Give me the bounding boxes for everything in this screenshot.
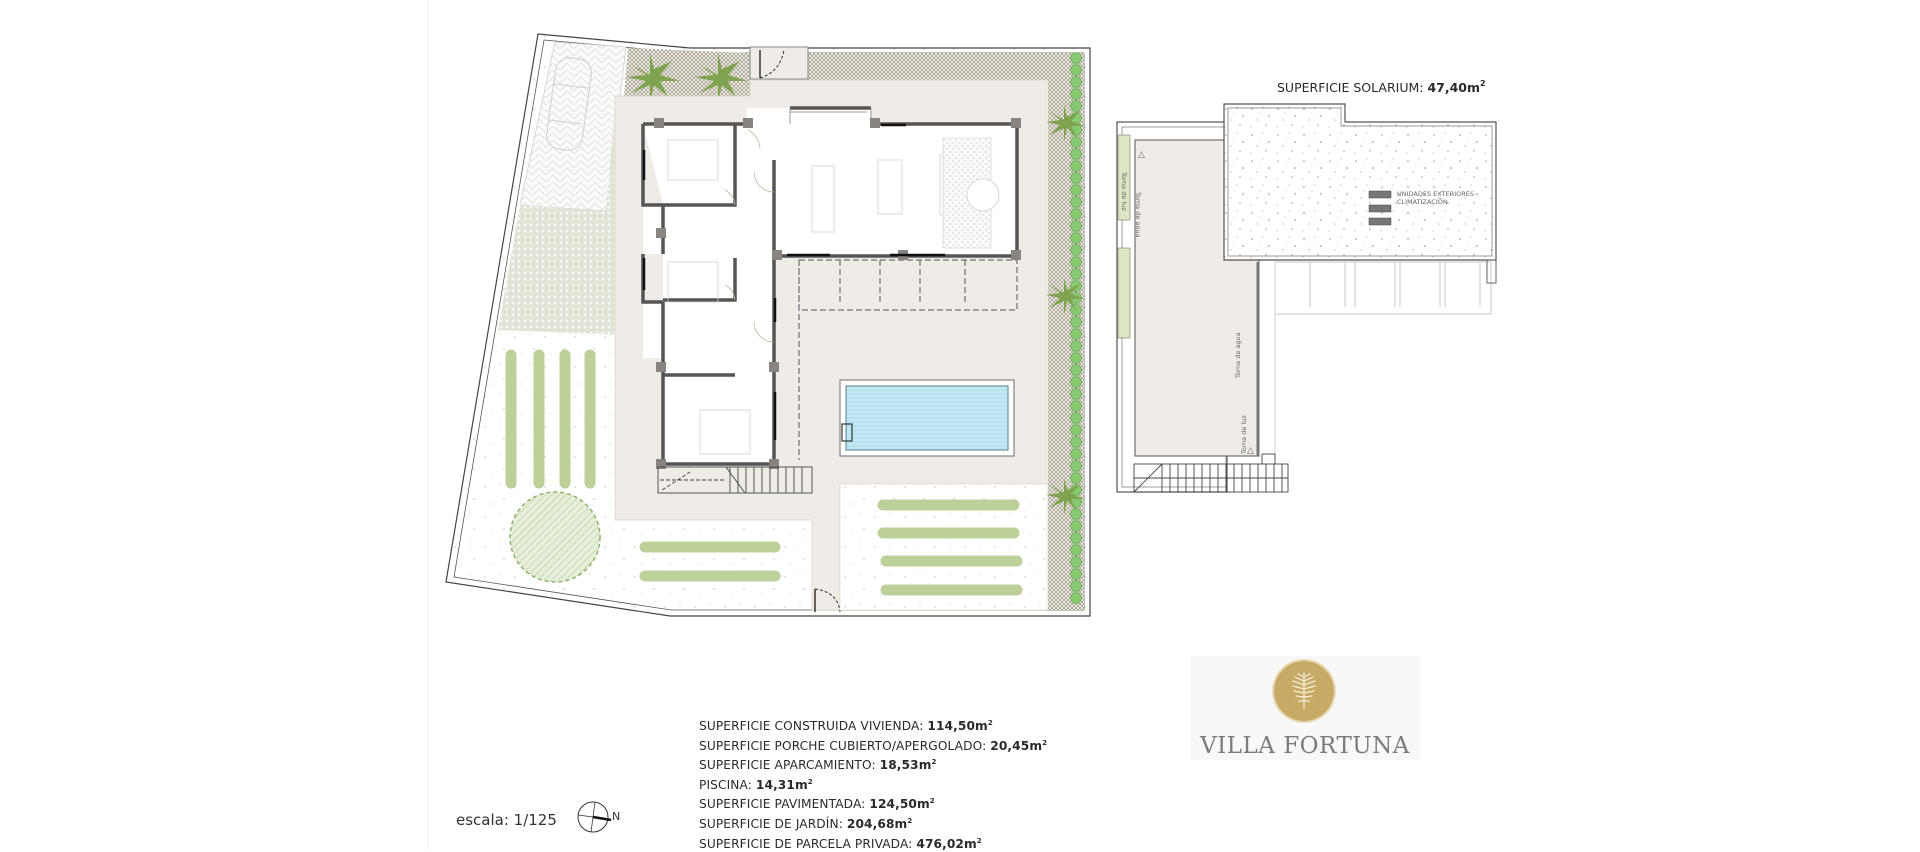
planting-rows-left [505, 349, 596, 489]
palm-icon [626, 53, 748, 103]
solarium-area-title: SUPERFICIE SOLARIUM: 47,40m2 [1277, 79, 1486, 95]
drawing-sheet [428, 0, 1920, 850]
north-label: N [612, 810, 621, 823]
toma-luz-top-label: Toma de luz [1120, 172, 1128, 211]
svg-text:△: △ [1247, 446, 1254, 456]
house [641, 106, 1021, 469]
main-plot [445, 33, 1091, 617]
svg-text:△: △ [1138, 150, 1145, 160]
solarium-plan: △ △ [1116, 103, 1497, 493]
toma-luz-bottom-label: Toma de luz [1240, 415, 1248, 454]
car-icon [545, 57, 593, 151]
brand-name: VILLA FORTUNA [1200, 733, 1410, 759]
area-row-pavimentada: SUPERFICIE PAVIMENTADA: 124,50m2 [699, 797, 935, 812]
ac-units-label-line1: UNIDADES EXTERIORES [1397, 190, 1475, 198]
ac-units-label: UNIDADES EXTERIORES CLIMATIZACIÓN [1397, 190, 1474, 206]
palm-icon [1046, 105, 1085, 515]
ac-units-label-line2: CLIMATIZACIÓN [1397, 198, 1448, 206]
stairs-main [657, 466, 813, 494]
pool [839, 379, 1015, 457]
palm-leaf-logo-icon [1274, 661, 1334, 721]
solarium-area-value: 47,40m2 [1427, 79, 1486, 95]
area-row-jardin: SUPERFICIE DE JARDÍN: 204,68m2 [699, 816, 913, 831]
tree-icon [509, 491, 601, 583]
planting-rows-bottom [639, 541, 781, 582]
toma-agua-top-label: Toma de agua [1134, 192, 1142, 238]
planting-rows-right [877, 499, 1025, 596]
gate-bottom [814, 588, 841, 613]
north-compass-icon [577, 801, 612, 833]
area-row-construida: SUPERFICIE CONSTRUIDA VIVIENDA: 114,50m2 [699, 719, 993, 733]
stairs-solarium [1133, 453, 1289, 493]
ac-units [1368, 190, 1392, 226]
scale-label: escala: 1/125 [456, 811, 557, 829]
surface-areas-list: SUPERFICIE CONSTRUIDA VIVIENDA: 114,50m2… [699, 715, 1047, 852]
area-row-piscina: PISCINA: 14,31m2 [699, 777, 813, 792]
toma-agua-bottom-label: Toma de agua [1234, 332, 1242, 378]
solarium-area-label: SUPERFICIE SOLARIUM: [1277, 80, 1428, 95]
area-row-parcela: SUPERFICIE DE PARCELA PRIVADA: 476,02m2 [699, 836, 982, 851]
area-row-porche: SUPERFICIE PORCHE CUBIERTO/APERGOLADO: 2… [699, 738, 1048, 753]
area-row-aparcamiento: SUPERFICIE APARCAMIENTO: 18,53m2 [699, 758, 937, 773]
gate-top [749, 46, 809, 80]
